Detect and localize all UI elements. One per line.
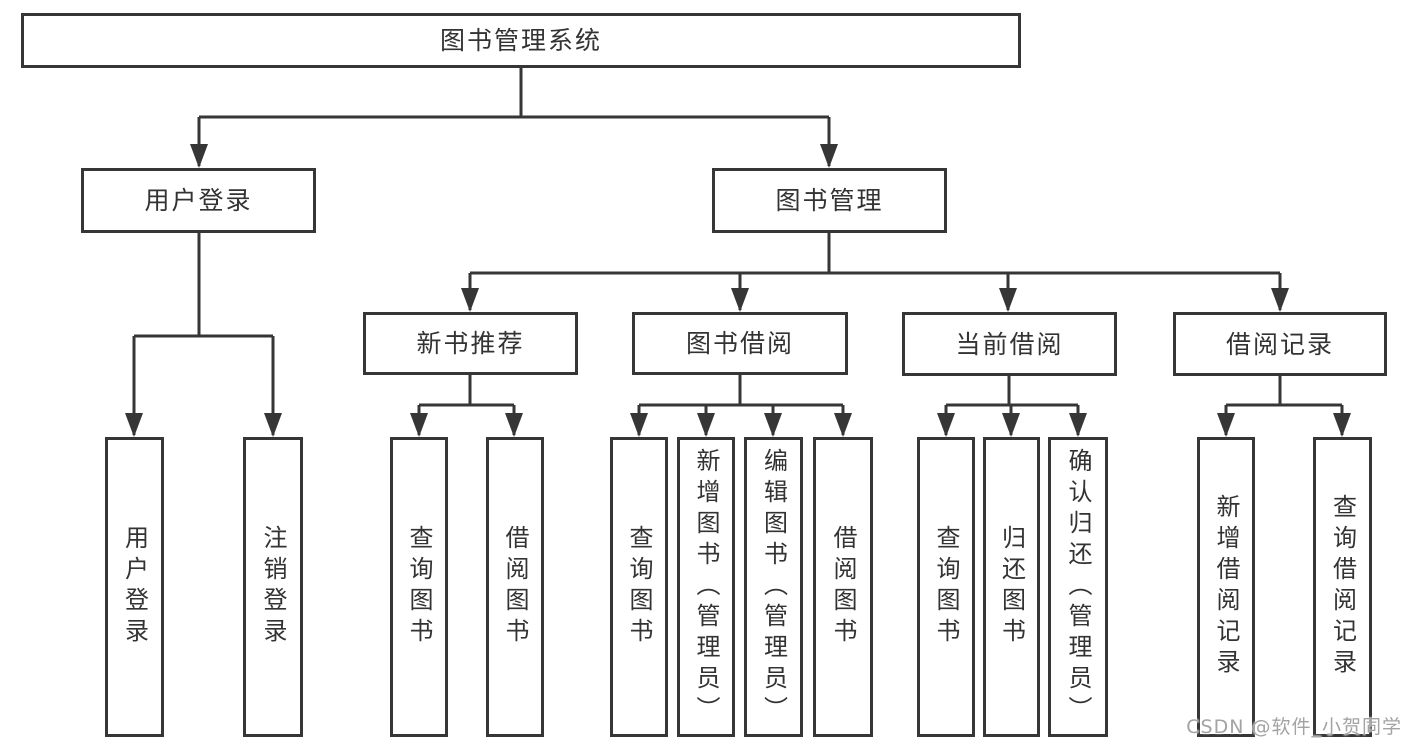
node-leaf-user-login-label: 用户登录 (120, 525, 149, 649)
arrowhead-icons (125, 144, 1351, 437)
node-leaf-user-login: 用户登录 (105, 437, 164, 737)
node-current-borrowing: 当前借阅 (902, 312, 1117, 376)
node-records-add-record: 新增借阅记录 (1197, 437, 1255, 737)
node-current-confirm-return-admin-label: 确认归还（管理员） (1064, 447, 1092, 727)
node-library-system-label: 图书管理系统 (439, 26, 602, 55)
node-new-book-recommend-label: 新书推荐 (416, 329, 525, 358)
node-newbooks-borrow-books-label: 借阅图书 (501, 525, 529, 649)
node-borrowing-borrow-books: 借阅图书 (813, 437, 873, 737)
node-borrowing-query-books-label: 查询图书 (625, 525, 653, 649)
node-book-management: 图书管理 (712, 168, 947, 233)
node-borrowing-edit-books-admin-label: 编辑图书（管理员） (759, 447, 788, 727)
node-library-system: 图书管理系统 (21, 13, 1021, 68)
node-current-query-books: 查询图书 (917, 437, 975, 737)
node-leaf-logout: 注销登录 (243, 437, 303, 737)
node-book-borrowing-label: 图书借阅 (685, 329, 794, 358)
node-borrowing-query-books: 查询图书 (610, 437, 668, 737)
node-current-return-books-label: 归还图书 (997, 525, 1026, 649)
node-borrowing-borrow-books-label: 借阅图书 (829, 525, 857, 649)
node-newbooks-borrow-books: 借阅图书 (486, 437, 544, 737)
node-newbooks-query-books-label: 查询图书 (405, 525, 433, 649)
node-newbooks-query-books: 查询图书 (390, 437, 448, 737)
node-borrowing-add-books-admin-label: 新增图书（管理员） (692, 447, 720, 727)
node-borrowing-add-books-admin: 新增图书（管理员） (677, 437, 735, 737)
node-records-query-record-label: 查询借阅记录 (1328, 494, 1357, 680)
node-user-login-label: 用户登录 (144, 186, 253, 215)
connector-path (132, 68, 1344, 435)
node-book-borrowing: 图书借阅 (632, 312, 848, 375)
node-leaf-logout-label: 注销登录 (259, 525, 287, 649)
node-records-query-record: 查询借阅记录 (1313, 437, 1372, 737)
node-current-confirm-return-admin: 确认归还（管理员） (1048, 437, 1108, 737)
node-borrowing-edit-books-admin: 编辑图书（管理员） (744, 437, 803, 737)
node-book-management-label: 图书管理 (775, 186, 884, 215)
node-borrowing-records: 借阅记录 (1173, 312, 1387, 376)
node-records-add-record-label: 新增借阅记录 (1212, 494, 1240, 680)
node-borrowing-records-label: 借阅记录 (1225, 329, 1334, 359)
node-current-borrowing-label: 当前借阅 (955, 329, 1064, 359)
csdn-watermark: CSDN @软件_小贺同学 (1186, 716, 1402, 738)
node-new-book-recommend: 新书推荐 (363, 312, 578, 375)
node-user-login: 用户登录 (81, 168, 316, 233)
node-current-query-books-label: 查询图书 (932, 525, 960, 649)
node-current-return-books: 归还图书 (983, 437, 1040, 737)
